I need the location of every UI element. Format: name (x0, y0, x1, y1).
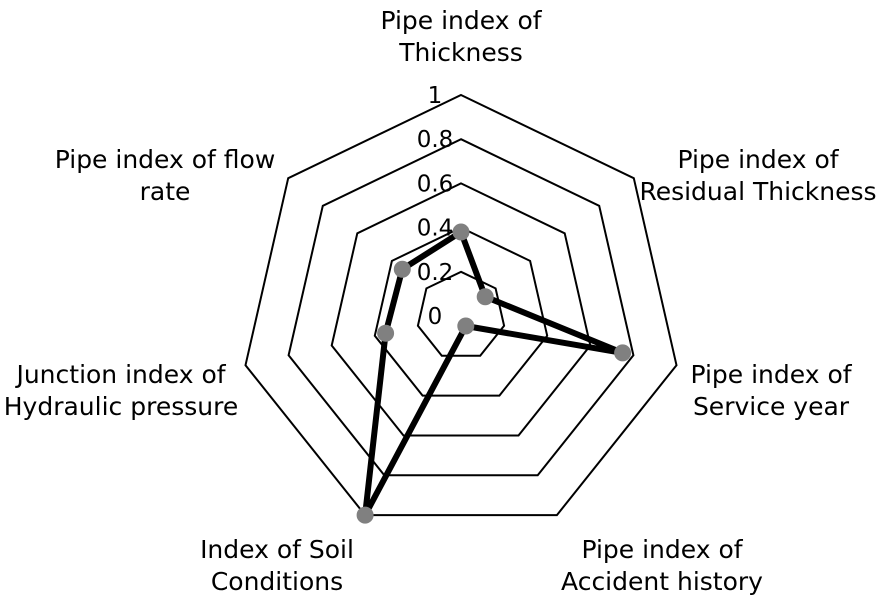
category-label: Accident history (561, 567, 763, 596)
tick-labels: 0 0.2 0.4 0.6 0.8 1 (417, 83, 454, 330)
category-label: Pipe index of (380, 6, 542, 35)
data-point (356, 506, 374, 524)
data-point (457, 317, 475, 335)
tick-label: 0.2 (417, 260, 454, 286)
grid-rings (244, 93, 678, 517)
category-label: Pipe index of (690, 360, 852, 389)
data-point (614, 344, 632, 362)
category-label: Residual Thickness (639, 177, 876, 206)
tick-label: 0.4 (417, 216, 454, 242)
grid-ring (416, 270, 506, 357)
tick-label: 0.8 (417, 127, 454, 153)
category-label: Index of Soil (200, 535, 354, 564)
category-label: Service year (693, 392, 850, 421)
grid-ring (287, 138, 635, 477)
tick-label: 1 (428, 83, 443, 109)
data-point (476, 288, 494, 306)
series-layer (356, 223, 632, 524)
category-label: Hydraulic pressure (4, 392, 238, 421)
category-label: Junction index of (14, 360, 226, 389)
tick-label: 0 (428, 304, 443, 330)
category-label: Pipe index of (581, 535, 743, 564)
category-label: Pipe index of flow (55, 145, 276, 174)
series-line (362, 229, 626, 519)
category-label: Thickness (398, 38, 523, 67)
data-point (377, 324, 395, 342)
category-label: Pipe index of (677, 145, 839, 174)
category-label: rate (140, 177, 191, 206)
grid-ring (373, 226, 549, 397)
category-label: Conditions (211, 567, 343, 596)
grid-ring (330, 182, 592, 437)
data-point (393, 260, 411, 278)
tick-label: 0.6 (417, 171, 454, 197)
data-point (452, 223, 470, 241)
grid-ring (244, 93, 678, 517)
